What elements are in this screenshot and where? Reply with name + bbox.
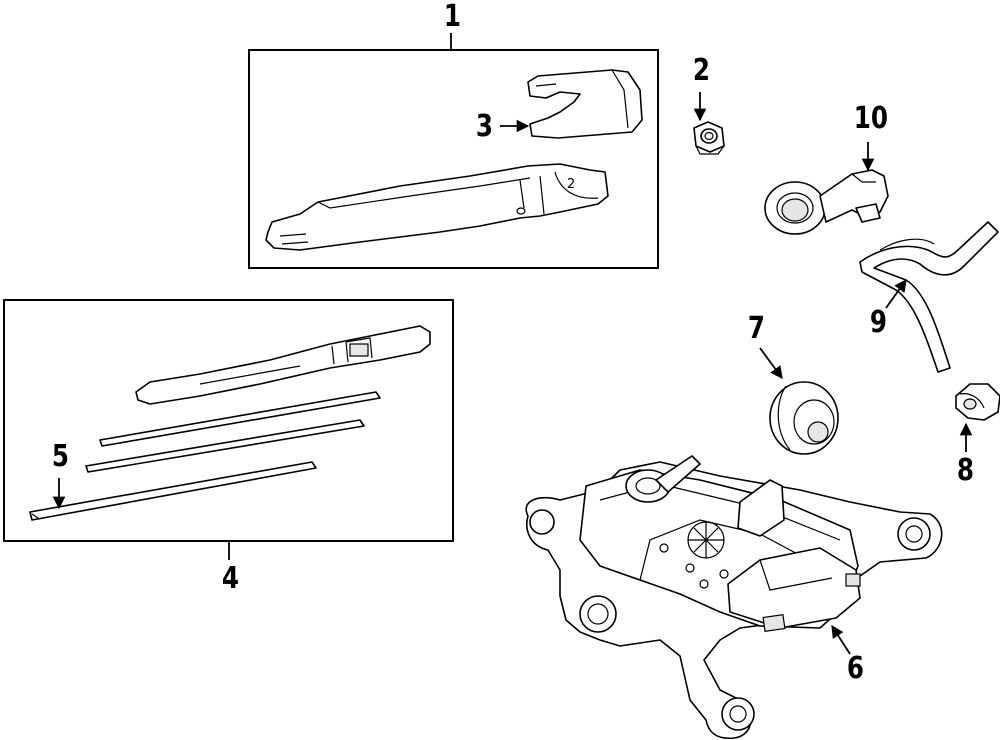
callout-8: 8 bbox=[956, 453, 974, 488]
callout-2: 2 bbox=[692, 53, 710, 88]
callout-1: 1 bbox=[443, 0, 461, 34]
leader-7 bbox=[759, 347, 783, 380]
callout-9: 9 bbox=[869, 305, 887, 340]
leader-6 bbox=[831, 624, 851, 655]
washer-hose-part bbox=[859, 221, 999, 373]
callout-7: 7 bbox=[747, 311, 765, 346]
wiper-arm-group-box bbox=[248, 49, 659, 269]
cap-part bbox=[955, 383, 1000, 421]
callout-6: 6 bbox=[846, 651, 864, 686]
wiper-motor-part bbox=[525, 455, 943, 740]
wiper-blade-part bbox=[29, 325, 431, 521]
callout-3: 3 bbox=[475, 109, 493, 144]
leader-9 bbox=[885, 278, 907, 309]
nut-part bbox=[693, 121, 725, 155]
arm-cap-part bbox=[527, 69, 643, 139]
callout-5: 5 bbox=[51, 439, 69, 474]
wiper-arm-part: 2 bbox=[265, 163, 609, 251]
arm-marking-text: 2 bbox=[567, 177, 575, 192]
callout-4: 4 bbox=[221, 561, 239, 596]
grommet-part bbox=[769, 381, 839, 455]
callout-10: 10 bbox=[853, 101, 888, 136]
washer-nozzle-part bbox=[764, 169, 889, 235]
